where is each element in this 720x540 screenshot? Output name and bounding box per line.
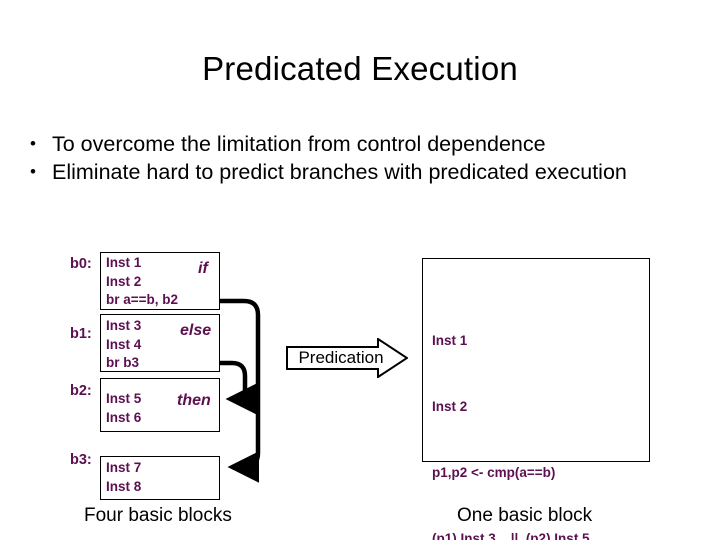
block-keyword-then: then: [177, 392, 211, 409]
caption-four-basic-blocks: Four basic blocks: [84, 505, 232, 526]
basic-block-b1: [100, 314, 220, 372]
basic-block-b2: [100, 378, 220, 432]
block-label-b3: b3:: [70, 452, 92, 468]
bullet-item: • To overcome the limitation from contro…: [30, 130, 695, 158]
bullet-text: To overcome the limitation from control …: [52, 132, 546, 156]
page-title: Predicated Execution: [202, 50, 518, 87]
edge-b0-to-b3: [220, 298, 261, 483]
block-label-b0: b0:: [70, 256, 92, 272]
block-keyword-else: else: [180, 322, 212, 339]
bullet-marker-icon: •: [30, 162, 36, 181]
bullet-text: Eliminate hard to predict branches with …: [52, 160, 627, 184]
predicated-code-line: Inst 2: [432, 399, 468, 414]
block-label-b2: b2:: [70, 383, 92, 399]
predication-label: Predication: [298, 348, 384, 367]
basic-block-b3: [100, 456, 220, 500]
predicated-code-listing: Inst 1 Inst 2 p1,p2 <- cmp(a==b) (p1) In…: [432, 286, 590, 540]
predicated-code-line: p1,p2 <- cmp(a==b): [432, 465, 556, 480]
predication-arrow-shape: [286, 338, 408, 378]
predicated-code-line: Inst 1: [432, 333, 468, 348]
edge-b1-to-b2: [220, 360, 257, 415]
caption-one-basic-block: One basic block: [457, 505, 593, 526]
basic-block-b0: [100, 252, 220, 310]
block-label-b1: b1:: [70, 326, 92, 342]
block-keyword-if: if: [198, 260, 208, 277]
predicated-basic-block: [422, 258, 650, 462]
predicated-code-line: (p1) Inst 3 || (p2) Inst 5: [432, 531, 590, 540]
bullet-item: • Eliminate hard to predict branches wit…: [30, 158, 695, 186]
bullet-list: • To overcome the limitation from contro…: [30, 130, 695, 186]
bullet-marker-icon: •: [30, 134, 36, 153]
